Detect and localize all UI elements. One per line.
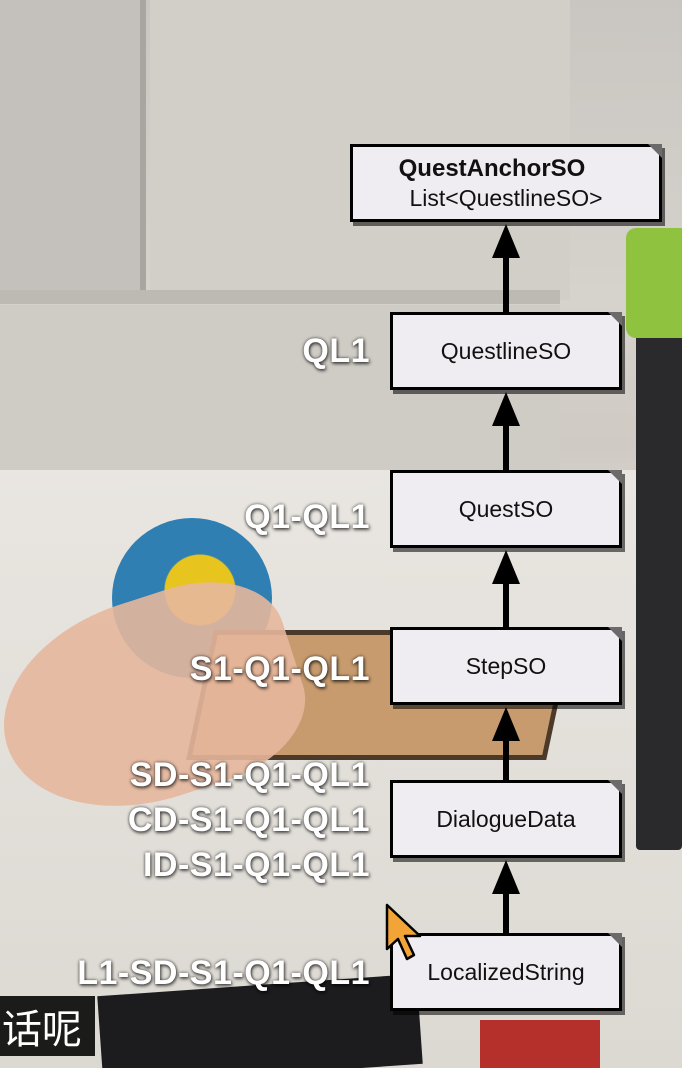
node-title: StepSO bbox=[465, 652, 547, 679]
node-title: QuestAnchorSO bbox=[398, 154, 586, 182]
shelf-ledge bbox=[0, 290, 560, 304]
node-subtitle: List<QuestlineSO> bbox=[409, 184, 603, 211]
folded-corner-icon bbox=[608, 312, 622, 326]
video-subtitle: 话呢 bbox=[0, 996, 95, 1056]
label-dialogue-sd-id: SD-S1-Q1-QL1 bbox=[129, 756, 370, 794]
arrow-head-icon bbox=[492, 392, 520, 426]
node-step-so: StepSO bbox=[390, 627, 622, 705]
node-quest-anchor-so: QuestAnchorSO List<QuestlineSO> bbox=[350, 144, 662, 222]
folded-corner-icon bbox=[608, 470, 622, 484]
node-localized-string: LocalizedString bbox=[390, 933, 622, 1011]
node-title: QuestlineSO bbox=[440, 337, 572, 364]
monitor bbox=[636, 330, 682, 850]
folded-corner-icon bbox=[608, 780, 622, 794]
arrow-head-icon bbox=[492, 224, 520, 258]
arrow-head-icon bbox=[492, 550, 520, 584]
arrow-head-icon bbox=[492, 860, 520, 894]
node-dialogue-data: DialogueData bbox=[390, 780, 622, 858]
label-step-id: S1-Q1-QL1 bbox=[189, 650, 370, 688]
node-quest-so: QuestSO bbox=[390, 470, 622, 548]
folded-corner-icon bbox=[608, 933, 622, 947]
label-dialogue-cd-id: CD-S1-Q1-QL1 bbox=[127, 801, 370, 839]
green-chair bbox=[626, 228, 682, 338]
node-questline-so: QuestlineSO bbox=[390, 312, 622, 390]
label-questline-id: QL1 bbox=[302, 332, 370, 370]
folded-corner-icon bbox=[648, 144, 662, 158]
mouse-cursor-icon bbox=[385, 903, 422, 961]
label-localized-id: L1-SD-S1-Q1-QL1 bbox=[77, 954, 370, 992]
red-object bbox=[480, 1020, 600, 1068]
folded-corner-icon bbox=[608, 627, 622, 641]
label-quest-id: Q1-QL1 bbox=[244, 498, 370, 536]
arrow-head-icon bbox=[492, 707, 520, 741]
cubicle-wall-panel bbox=[0, 0, 146, 300]
label-dialogue-id-id: ID-S1-Q1-QL1 bbox=[142, 846, 370, 884]
node-title: QuestSO bbox=[458, 495, 554, 522]
node-title: DialogueData bbox=[436, 805, 576, 832]
node-title: LocalizedString bbox=[427, 958, 585, 985]
